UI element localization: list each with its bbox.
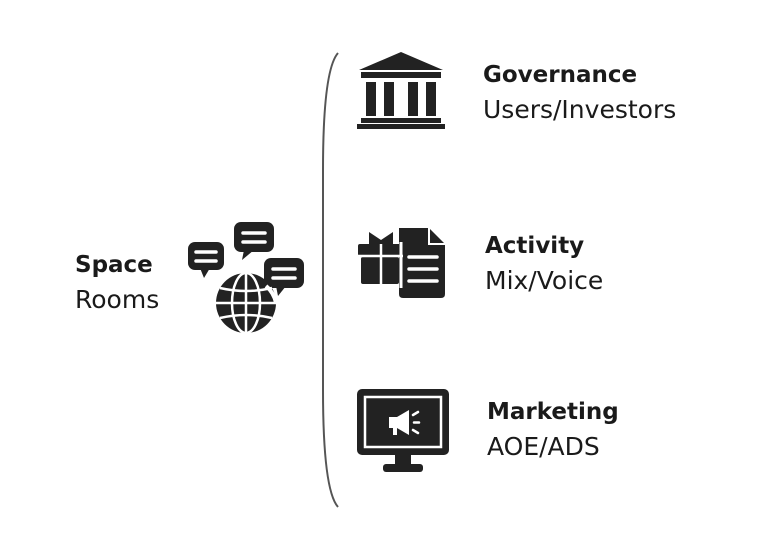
branch-title-activity: Activity	[485, 233, 585, 259]
root-title: Space	[75, 252, 153, 278]
government-building-icon	[357, 52, 445, 129]
branch-subtitle-governance: Users/Investors	[483, 95, 677, 124]
root-subtitle: Rooms	[75, 285, 160, 314]
monitor-megaphone-icon	[357, 389, 449, 472]
bracket	[322, 52, 339, 508]
gift-document-icon	[357, 228, 445, 298]
branch-subtitle-activity: Mix/Voice	[485, 266, 604, 295]
branch-title-marketing: Marketing	[487, 399, 619, 425]
globe-chat-icon	[188, 222, 304, 335]
branch-subtitle-marketing: AOE/ADS	[487, 432, 600, 461]
branch-title-governance: Governance	[483, 62, 638, 88]
